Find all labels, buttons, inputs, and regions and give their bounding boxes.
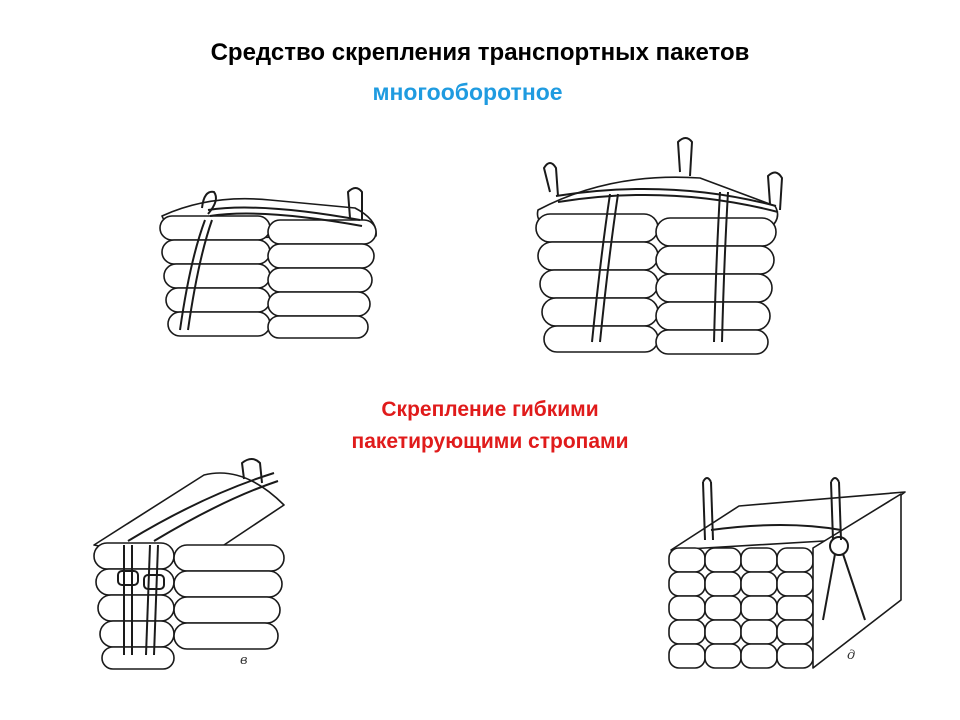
sling	[117, 458, 279, 656]
figure-d-letter: д	[847, 648, 856, 663]
bag-stack-buckle-sling-icon	[93, 458, 285, 670]
sling	[179, 187, 363, 331]
figure-c-letter: в	[240, 653, 248, 668]
figure-d: д	[665, 470, 915, 685]
bag-rows-right	[655, 217, 777, 355]
caption-line-1: Скрепление гибкими	[381, 398, 599, 421]
caption-line-2: пакетирующими стропами	[351, 430, 629, 453]
bag-rows-right	[267, 219, 377, 339]
slings	[543, 137, 783, 343]
slide-title: Средство скрепления транспортных пакетов	[210, 39, 750, 66]
figure-a	[150, 180, 390, 360]
rope	[702, 477, 866, 621]
bag-rows-front	[93, 542, 175, 670]
bag-stack-rope-ring-icon	[668, 477, 906, 669]
bag-rows-left	[535, 213, 659, 353]
figure-b	[520, 132, 800, 362]
slide-subtitle: многооборотное	[372, 79, 563, 105]
stack-top	[93, 472, 285, 566]
bag-stack-one-sling-icon	[159, 187, 377, 339]
bag-rows-left	[159, 215, 271, 337]
figure-c: в	[84, 455, 304, 680]
bag-rows-side	[173, 544, 285, 650]
red-caption: Скрепление гибкими пакетирующими стропам…	[300, 394, 680, 458]
bag-stack-two-slings-icon	[535, 137, 783, 355]
bag-grid-front	[668, 547, 814, 669]
